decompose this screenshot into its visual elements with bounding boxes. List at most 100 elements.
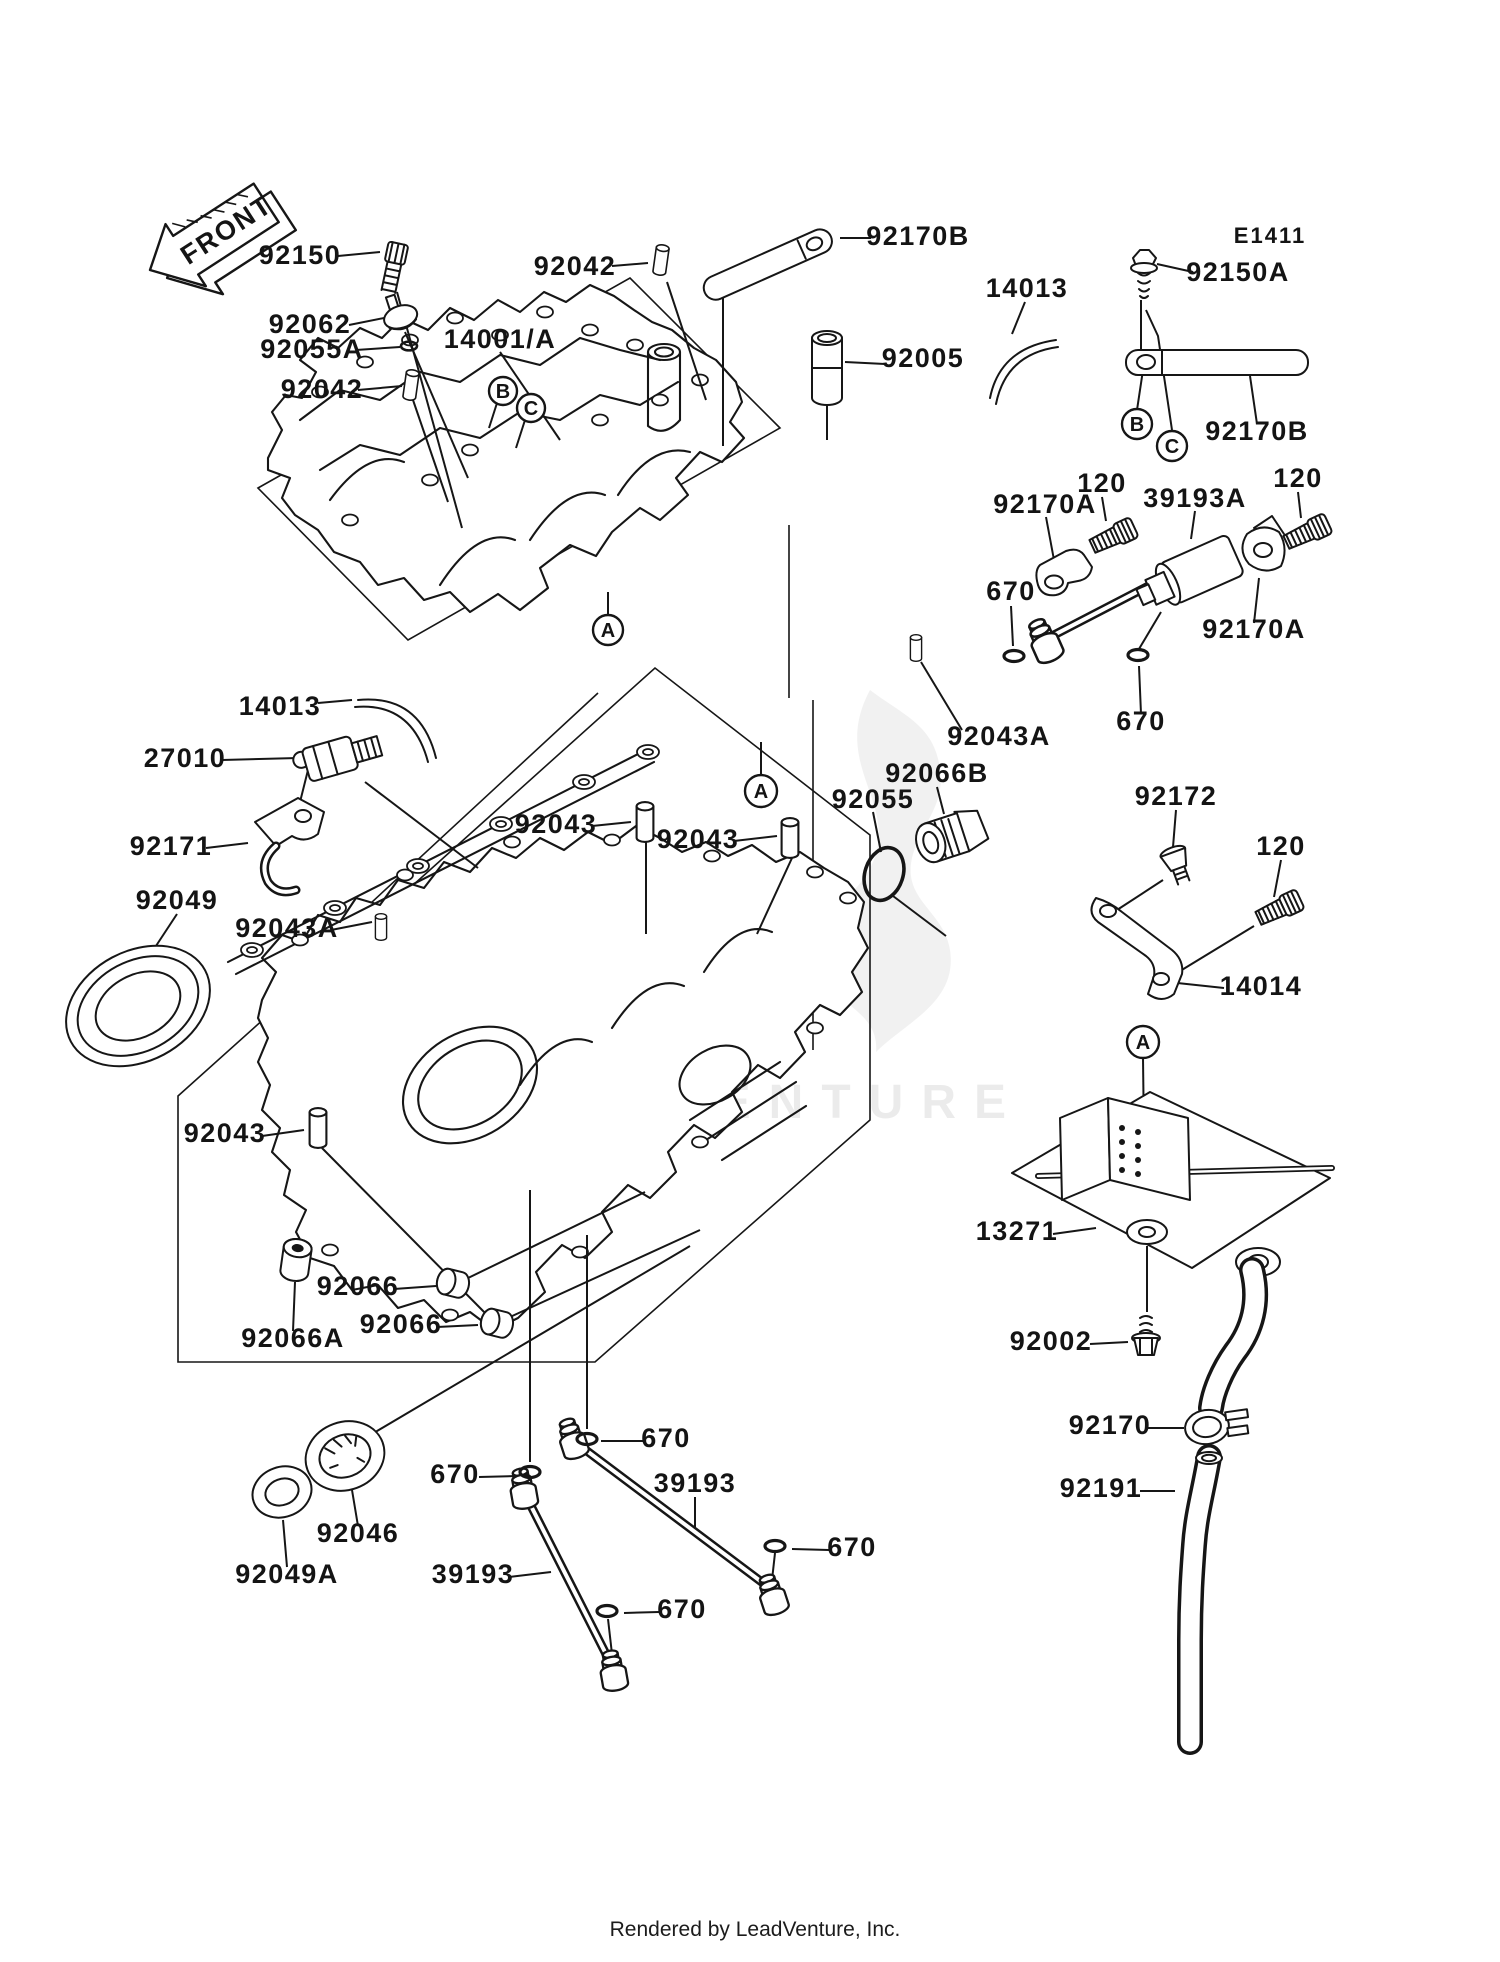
part-92191-hose [1177,1444,1223,1755]
part-92043-dowel-2 [780,816,800,860]
label-92171: 92171 [130,831,213,861]
label-92066b: 92066B [885,758,989,788]
part-92043-dowel-3 [308,1107,328,1149]
label-92172: 92172 [1135,781,1218,811]
part-92049a-seal [251,1465,313,1519]
svg-text:A: A [601,620,615,642]
label-39193a: 39193A [1143,483,1247,513]
label-92150: 92150 [259,240,342,270]
part-92066-plug-2 [479,1307,514,1339]
label-92043-2: 92043 [657,824,740,854]
label-92043-3: 92043 [184,1118,267,1148]
label-92005: 92005 [882,343,965,373]
lower-crankcase-drawing [226,744,870,1332]
part-670-oring-5 [763,1538,787,1554]
ref-circle-a-plate: A [1125,1024,1161,1060]
label-92055: 92055 [832,784,915,814]
ref-circles: B C A A B C A [487,375,1189,1060]
label-120-1: 120 [1077,468,1127,498]
label-92170a-l: 92170A [993,489,1097,519]
label-13271: 13271 [976,1216,1059,1246]
label-670-5: 670 [827,1532,877,1562]
part-670-oring-2 [1126,647,1150,663]
ref-circle-c-case: C [515,392,547,424]
part-92046-bearing [304,1420,386,1492]
part-92042-pin-top [651,243,671,277]
part-92055-oring [862,845,906,903]
part-92170-clamp [1184,1408,1250,1446]
part-13271-plate [1011,1091,1335,1277]
part-92043a-pin-right [909,634,923,662]
label-14013-r: 14013 [986,273,1069,303]
label-92049: 92049 [136,885,219,915]
part-92066-plug-1 [435,1267,470,1299]
part-120-screw-left [1086,515,1140,558]
label-92066a: 92066A [241,1323,345,1353]
part-92062 [383,293,419,331]
part-39193-pipe-left [505,1465,631,1694]
label-14013-l: 14013 [239,691,322,721]
label-92066-2: 92066 [360,1309,443,1339]
label-92043a-l: 92043A [235,913,339,943]
svg-text:A: A [754,781,768,803]
label-92042-l: 92042 [281,374,364,404]
label-670-6: 670 [657,1594,707,1624]
svg-text:C: C [1165,436,1179,458]
part-92049-seal [65,944,211,1068]
upper-crankcase-drawing [266,283,746,614]
label-92055a: 92055A [260,334,364,364]
part-92043-dowel-1 [635,800,655,844]
part-92170b-strap-right [1125,349,1309,376]
label-92046: 92046 [317,1518,400,1548]
part-92150a-bolt [1130,249,1158,299]
part-39193-pipe-right [552,1414,792,1619]
label-14001a: 14001/A [444,324,557,354]
ref-circle-c-strap: C [1155,429,1189,463]
ref-circle-b-strap: B [1120,407,1154,441]
label-92062: 92062 [269,309,352,339]
part-92171-bracket [254,797,325,897]
label-120-3: 120 [1256,831,1306,861]
part-92170a-bracket-left [1035,548,1093,597]
part-120-screw-mid [1252,887,1306,930]
footer-credit: Rendered by LeadVenture, Inc. [610,1918,901,1941]
label-92043a-r: 92043A [947,721,1051,751]
label-92150a: 92150A [1186,257,1290,287]
part-92005 [811,330,843,406]
ref-circle-a-case: A [591,613,625,647]
part-92170b-strap-top [702,228,833,301]
label-92002: 92002 [1010,1326,1093,1356]
label-92066-1: 92066 [317,1271,400,1301]
part-92043a-pin-left [374,913,388,941]
label-92170b-r: 92170B [1205,416,1309,446]
part-39193a-nozzle [1021,534,1244,668]
label-92043-1: 92043 [515,809,598,839]
part-hose-upper [1198,1257,1269,1421]
ref-circle-b-case: B [487,375,519,407]
label-92170: 92170 [1069,1410,1152,1440]
part-14014-bracket [1090,897,1184,1000]
part-14013-halfring-left [354,698,437,763]
part-92002-bolt [1131,1315,1161,1356]
label-39193-l: 39193 [432,1559,515,1589]
label-120-2: 120 [1273,463,1323,493]
label-92042-t: 92042 [534,251,617,281]
part-670-oring-1 [1002,648,1026,664]
part-14013-halfring-right [989,339,1059,405]
svg-text:B: B [1130,414,1144,436]
label-27010: 27010 [144,743,227,773]
part-labels: 92150 92062 92055A 92042 14001/A 92042 9… [130,221,1323,1624]
part-92066a-plug [279,1237,313,1282]
label-14014: 14014 [1220,971,1303,1001]
ref-circle-a-mid: A [743,773,779,809]
svg-text:B: B [496,381,510,403]
label-670-1: 670 [986,576,1036,606]
small-parts [65,228,1335,1755]
label-670-2: 670 [1116,706,1166,736]
svg-text:A: A [1136,1032,1150,1054]
part-120-screw-right [1280,511,1334,554]
label-92049a: 92049A [235,1559,339,1589]
label-39193-r: 39193 [654,1468,737,1498]
